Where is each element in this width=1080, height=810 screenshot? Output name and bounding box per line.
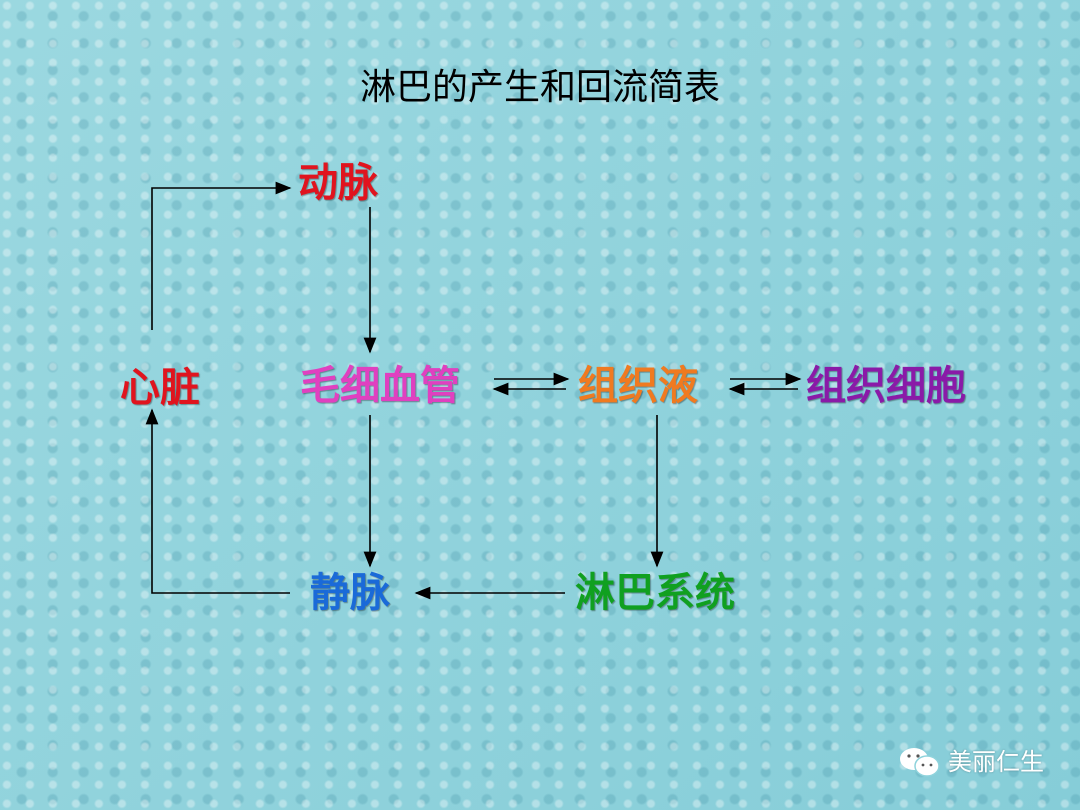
- node-lymph-system: 淋巴系统: [575, 570, 735, 616]
- node-tissue-cell: 组织细胞: [806, 363, 966, 409]
- node-artery: 动脉: [298, 160, 378, 206]
- node-capillary: 毛细血管: [300, 363, 460, 409]
- node-vein: 静脉: [310, 570, 390, 616]
- node-heart: 心脏: [120, 365, 200, 411]
- wechat-icon: [900, 748, 940, 777]
- watermark: 美丽仁生: [898, 745, 1044, 779]
- node-tissue-fluid: 组织液: [578, 363, 698, 409]
- watermark-text: 美丽仁生: [948, 748, 1044, 776]
- diagram-title: 淋巴的产生和回流简表: [359, 67, 720, 108]
- arrow-heart-to-artery: [151, 181, 292, 330]
- arrow-vein-to-heart: [145, 408, 290, 594]
